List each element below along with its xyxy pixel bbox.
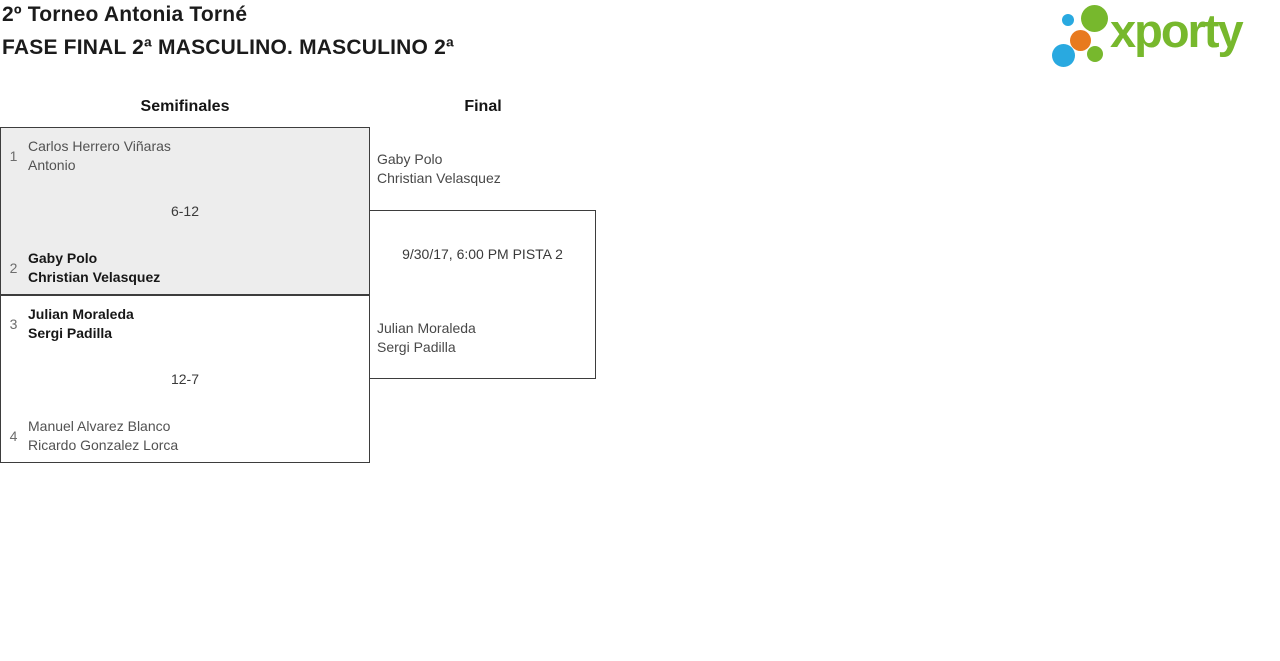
semifinal-2-team-bottom: 4 Manuel Alvarez Blanco Ricardo Gonzalez… [6, 417, 363, 455]
semifinal-2-match-box: 3 Julian Moraleda Sergi Padilla 12-7 4 M… [0, 295, 370, 463]
semifinal-2-team-top: 3 Julian Moraleda Sergi Padilla [6, 305, 363, 343]
semifinal-1-score: 6-12 [170, 203, 200, 219]
round-header-semifinales: Semifinales [140, 98, 230, 115]
team-names: Carlos Herrero Viñaras Antonio [28, 137, 171, 175]
semifinal-2-score: 12-7 [170, 371, 200, 387]
semifinal-1-match-box: 1 Carlos Herrero Viñaras Antonio 6-12 2 … [0, 127, 370, 295]
player-name: Christian Velasquez [28, 269, 161, 285]
logo-dot-green-small-icon [1087, 46, 1103, 62]
player-name: Christian Velasquez [377, 170, 501, 186]
page-subtitle: FASE FINAL 2ª MASCULINO. MASCULINO 2ª [2, 36, 454, 59]
team-names: Julian Moraleda Sergi Padilla [28, 305, 134, 343]
team-names: Manuel Alvarez Blanco Ricardo Gonzalez L… [28, 417, 178, 455]
player-name: Julian Moraleda [28, 306, 134, 322]
xporty-logo[interactable]: xporty [1050, 2, 1280, 70]
logo-dot-orange-icon [1070, 30, 1091, 51]
page-title: 2º Torneo Antonia Torné [2, 3, 248, 26]
logo-wordmark: xporty [1110, 4, 1244, 57]
semifinal-1-team-bottom: 2 Gaby Polo Christian Velasquez [6, 249, 363, 287]
logo-dot-blue-small-icon [1062, 14, 1074, 26]
player-name: Ricardo Gonzalez Lorca [28, 437, 179, 453]
player-name: Manuel Alvarez Blanco [28, 418, 171, 434]
player-name: Carlos Herrero Viñaras [28, 138, 171, 154]
player-name: Gaby Polo [377, 151, 443, 167]
team-names: Gaby Polo Christian Velasquez [28, 249, 160, 287]
final-match-schedule: 9/30/17, 6:00 PM PISTA 2 [402, 246, 563, 262]
seed-number: 2 [9, 260, 18, 276]
semifinal-1-team-top: 1 Carlos Herrero Viñaras Antonio [6, 137, 363, 175]
final-team-top: Gaby Polo Christian Velasquez [377, 150, 501, 188]
logo-dot-blue-large-icon [1052, 44, 1075, 67]
player-name: Sergi Padilla [28, 325, 113, 341]
logo-dot-green-large-icon [1081, 5, 1108, 32]
seed-number: 4 [9, 428, 18, 444]
final-team-bottom: Julian Moraleda Sergi Padilla [377, 319, 476, 357]
seed-number: 1 [9, 148, 18, 164]
player-name: Gaby Polo [28, 250, 98, 266]
player-name: Sergi Padilla [377, 339, 456, 355]
final-match-box: 9/30/17, 6:00 PM PISTA 2 [369, 210, 596, 379]
round-header-final: Final [464, 98, 502, 115]
player-name: Antonio [28, 157, 76, 173]
player-name: Julian Moraleda [377, 320, 476, 336]
seed-number: 3 [9, 316, 18, 332]
